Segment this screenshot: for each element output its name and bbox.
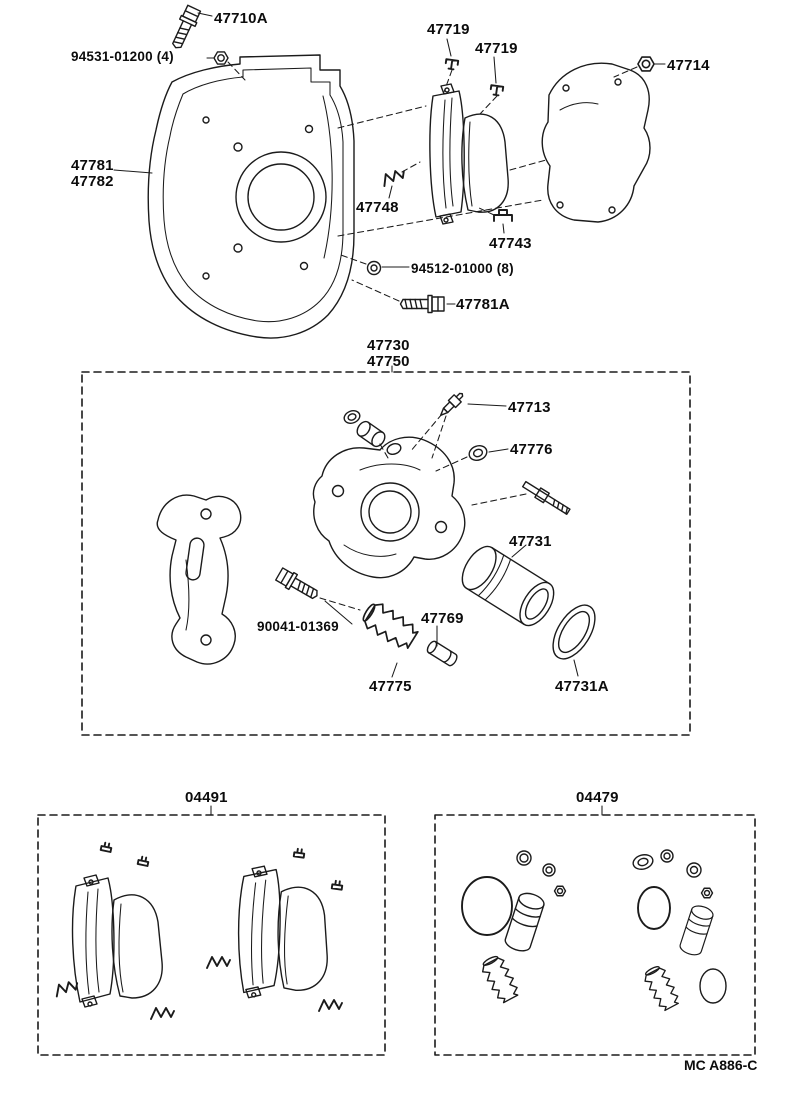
assembly-box	[81, 371, 691, 736]
callout-94512-01000: 94512-01000 (8)	[411, 261, 514, 276]
top-hardware	[167, 3, 655, 314]
callout-47731: 47731	[509, 533, 552, 550]
callout-47719-b: 47719	[475, 40, 518, 57]
callout-47775: 47775	[369, 678, 412, 695]
torque-plate	[156, 494, 242, 665]
callout-47781A: 47781A	[456, 296, 510, 313]
slide-pin	[521, 480, 571, 515]
dust-shield	[147, 54, 355, 339]
kit-box-04491	[37, 814, 386, 1056]
catalog-code: MC A886-C	[684, 1057, 758, 1073]
brake-pads-top	[429, 83, 509, 225]
piston-boot-ring	[552, 604, 596, 660]
callout-47743: 47743	[489, 235, 532, 252]
lock-washer	[366, 260, 382, 276]
callout-47782: 47782	[71, 173, 114, 190]
leader-lines-middle	[319, 403, 579, 678]
pad-kit-04491	[53, 841, 344, 1020]
kit-box-04479	[434, 814, 756, 1056]
caliper-body	[312, 436, 466, 579]
shim-clip	[383, 170, 405, 188]
callout-47730: 47730	[367, 337, 410, 354]
callout-47713: 47713	[508, 399, 551, 416]
seal-kit-04479	[461, 849, 727, 1013]
callout-04491: 04491	[185, 789, 228, 806]
callout-47750: 47750	[367, 353, 410, 370]
pin-bushing	[343, 410, 402, 455]
leader-lines-top	[113, 12, 666, 305]
callout-47781: 47781	[71, 157, 114, 174]
boot-pin	[426, 640, 458, 667]
callout-04479: 04479	[576, 789, 619, 806]
callout-90041-01369: 90041-01369	[257, 619, 339, 634]
callout-47714: 47714	[667, 57, 710, 74]
callout-47748: 47748	[356, 199, 399, 216]
callout-47731A: 47731A	[555, 678, 609, 695]
cap-bushing	[468, 445, 488, 461]
bleeder-screw	[439, 392, 464, 417]
callout-47710A: 47710A	[214, 10, 268, 27]
callout-94531-01200: 94531-01200 (4)	[71, 49, 174, 64]
main-pin-bolt	[274, 565, 322, 604]
outer-pad	[541, 62, 651, 223]
pad-clip	[493, 209, 513, 222]
callout-47719-a: 47719	[427, 21, 470, 38]
piston	[461, 545, 555, 627]
callout-47769: 47769	[421, 610, 464, 627]
pin-boot	[358, 597, 422, 654]
callout-47776: 47776	[510, 441, 553, 458]
